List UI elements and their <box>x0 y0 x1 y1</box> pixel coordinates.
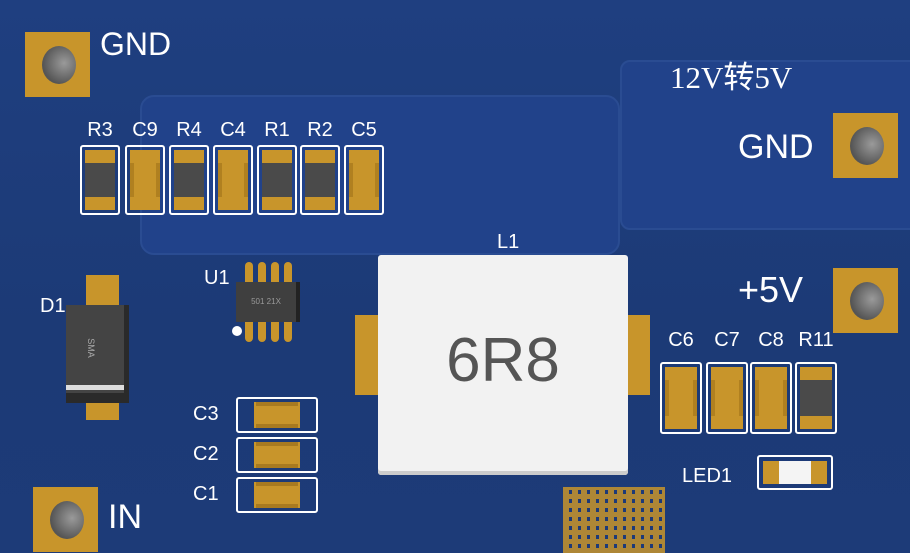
led1[interactable] <box>757 455 833 490</box>
led1-label: LED1 <box>682 465 733 487</box>
resistor-r1[interactable] <box>257 145 297 215</box>
capacitor-c3[interactable] <box>236 397 318 433</box>
gnd-pad-right[interactable] <box>833 113 898 178</box>
in-label: IN <box>108 498 142 536</box>
u1-ic[interactable]: 501 21X <box>232 262 300 342</box>
board-title: 12V转5V <box>670 60 793 95</box>
resistor-r3[interactable] <box>80 145 120 215</box>
plus5v-label: +5V <box>738 269 804 310</box>
resistor-r4[interactable] <box>169 145 209 215</box>
component-label: C9 <box>132 119 158 141</box>
gnd-label-right: GND <box>738 128 814 166</box>
capacitor-c9[interactable] <box>125 145 165 215</box>
capacitor-c5[interactable] <box>344 145 384 215</box>
component-label: C8 <box>758 329 784 351</box>
through-hole <box>50 501 84 539</box>
component-label: R4 <box>176 119 202 141</box>
gnd-label: GND <box>100 26 172 62</box>
component-label: C6 <box>668 329 694 351</box>
capacitor-c6[interactable] <box>660 362 702 434</box>
d1-diode[interactable]: SMA <box>66 275 129 420</box>
capacitor-c2[interactable] <box>236 437 318 473</box>
component-label: C4 <box>220 119 246 141</box>
l1-label: L1 <box>497 231 520 253</box>
d1-marking: SMA <box>85 338 96 358</box>
qr-code-icon <box>563 487 665 553</box>
capacitor-c8[interactable] <box>750 362 792 434</box>
through-hole <box>850 127 884 165</box>
component-label: R2 <box>307 119 333 141</box>
plus5v-pad[interactable] <box>833 268 898 333</box>
l1-marking: 6R8 <box>446 326 560 395</box>
component-label: R3 <box>87 119 113 141</box>
component-label: C3 <box>193 403 219 425</box>
l1-inductor[interactable] <box>378 255 628 475</box>
d1-label: D1 <box>40 295 66 317</box>
component-label: R11 <box>798 329 834 351</box>
capacitor-c4[interactable] <box>213 145 253 215</box>
component-label: C1 <box>193 483 219 505</box>
resistor-r11[interactable] <box>795 362 837 434</box>
capacitor-c1[interactable] <box>236 477 318 513</box>
resistor-r2[interactable] <box>300 145 340 215</box>
capacitor-c7[interactable] <box>706 362 748 434</box>
component-label: C2 <box>193 443 219 465</box>
component-label: R1 <box>264 119 290 141</box>
u1-marking: 501 21X <box>236 282 300 322</box>
u1-label: U1 <box>204 267 230 289</box>
gnd-pad-top-left[interactable] <box>25 32 90 97</box>
component-label: C5 <box>351 119 377 141</box>
component-label: C7 <box>714 329 740 351</box>
through-hole <box>850 282 884 320</box>
through-hole <box>42 46 76 84</box>
in-pad[interactable] <box>33 487 98 552</box>
